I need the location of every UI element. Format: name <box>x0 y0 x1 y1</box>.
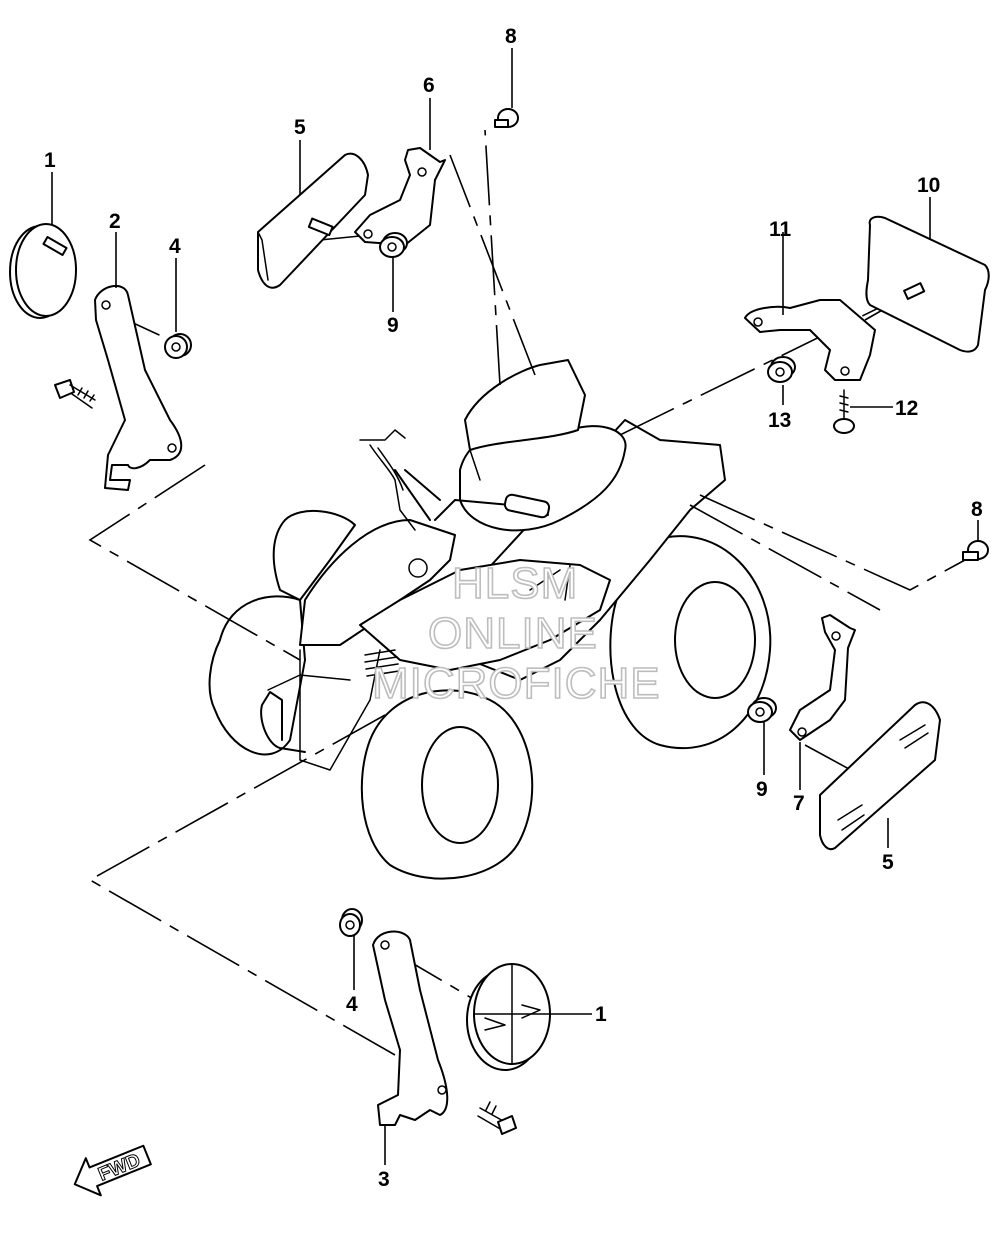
callout-4-lower: 4 <box>346 993 358 1016</box>
callout-10: 10 <box>917 174 940 197</box>
reflector-rect-upper <box>257 152 369 289</box>
callout-5-lower: 5 <box>882 851 894 874</box>
reflector-bracket-right <box>744 299 876 381</box>
reflector-rect-right <box>865 215 990 353</box>
watermark-line-3: MICROFICHE <box>372 659 661 708</box>
bolt-top <box>494 108 519 128</box>
screw-right <box>833 389 855 434</box>
callout-5-upper: 5 <box>294 116 306 139</box>
forward-direction-arrow: FWD <box>73 1144 152 1197</box>
nut-upper <box>164 333 192 359</box>
reflector-bracket-lower-right <box>789 614 856 741</box>
nut-right <box>767 356 796 383</box>
callout-1-upper: 1 <box>44 149 56 172</box>
callout-11: 11 <box>769 218 792 241</box>
nut-lower <box>339 908 363 937</box>
callout-8-upper: 8 <box>505 25 517 48</box>
callout-4-upper: 4 <box>169 235 181 258</box>
watermark-line-1: HLSM <box>452 559 578 608</box>
callout-3: 3 <box>378 1168 390 1191</box>
callout-13: 13 <box>768 409 791 432</box>
reflector-bracket-upper <box>354 147 446 246</box>
callout-9-lower: 9 <box>756 778 768 801</box>
forward-arrow-icon <box>73 1144 152 1197</box>
callout-6: 6 <box>423 74 435 97</box>
callout-12: 12 <box>895 397 918 420</box>
watermark-line-2: ONLINE <box>428 609 598 658</box>
reflector-bracket-left <box>94 285 183 491</box>
reflector-round-lower <box>466 963 551 1071</box>
nut-flange-lower <box>747 697 777 723</box>
callout-8-right: 8 <box>971 498 983 521</box>
reflector-round-left <box>9 223 77 319</box>
bolt-lower <box>477 1101 517 1135</box>
callout-numbers: 1 2 4 5 6 8 9 10 11 13 12 8 9 7 5 1 4 3 <box>44 25 983 1191</box>
leader-lines <box>51 48 979 1165</box>
callout-9-upper: 9 <box>387 314 399 337</box>
bolt-right <box>962 540 989 561</box>
nut-flange-upper <box>379 232 408 258</box>
callout-2: 2 <box>109 210 121 233</box>
reflector-rect-lower <box>819 701 941 851</box>
atv-body <box>208 359 772 880</box>
bolt-left <box>54 379 96 409</box>
callout-1-lower: 1 <box>595 1003 607 1026</box>
callout-7: 7 <box>793 792 805 815</box>
reflector-bracket-lower <box>372 930 449 1126</box>
watermark: HLSM ONLINE MICROFICHE <box>371 558 661 709</box>
